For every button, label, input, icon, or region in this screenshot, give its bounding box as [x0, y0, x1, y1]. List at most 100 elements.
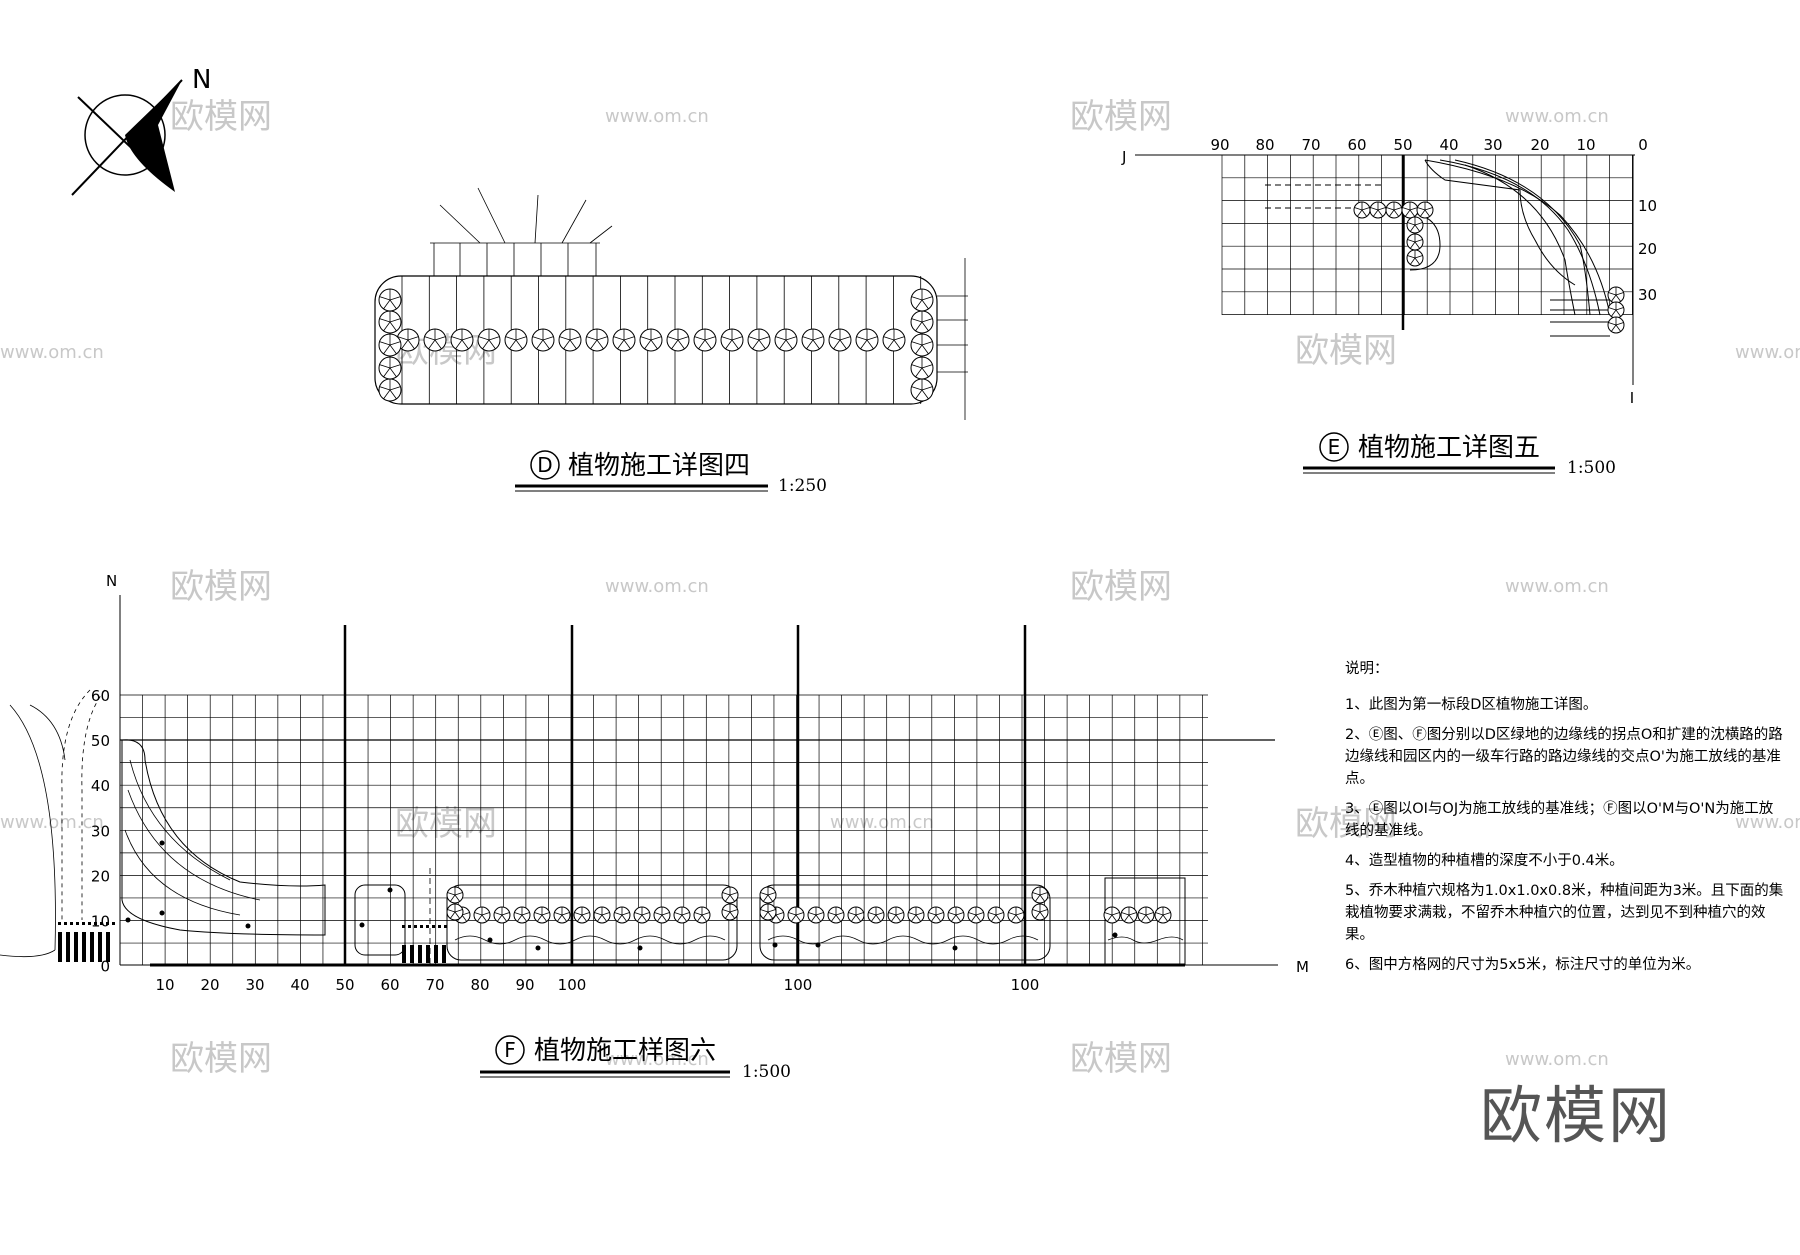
axis-tick-label: 90: [515, 976, 534, 994]
watermark-brand: 欧模网: [170, 567, 272, 607]
shrub-symbol: [613, 906, 631, 924]
watermark-url: www.om.cn: [1735, 812, 1800, 833]
axis-tick-label: 100: [558, 976, 587, 994]
shrub-symbol: [947, 906, 965, 924]
axis-tick-label: 20: [200, 976, 219, 994]
note-item: 1、此图为第一标段D区植物施工详图。: [1345, 697, 1598, 713]
note-item: 3、Ⓔ图以OI与OJ为施工放线的基准线；Ⓕ图以O'M与O'N为施工放线的基准线。: [1345, 801, 1774, 839]
axis-tick-label: 20: [1638, 240, 1657, 258]
shrub-symbol: [533, 906, 551, 924]
shrub-symbol: [721, 903, 739, 921]
note-item: 5、乔木种植穴规格为1.0x1.0x0.8米，种植间距为3米。且下面的集栽植物要…: [1345, 883, 1784, 943]
shrub-symbol: [504, 328, 528, 352]
detail-d-letter: D: [537, 453, 552, 477]
shrub-symbol: [910, 378, 934, 402]
detail-f-corner-m: M: [1296, 958, 1309, 976]
shrub-symbol: [807, 906, 825, 924]
shrub-symbol: [910, 356, 934, 380]
shrub-symbol: [1369, 201, 1387, 219]
shrub-symbol: [1007, 906, 1025, 924]
shrub-symbol: [827, 906, 845, 924]
watermark-brand: 欧模网: [170, 97, 272, 137]
detail-d-drawing: [374, 187, 968, 420]
watermark-url: www.om.cn: [605, 106, 709, 127]
shrub-symbol: [378, 333, 402, 357]
axis-tick-label: 80: [1255, 136, 1274, 154]
shrub-symbol: [1120, 906, 1138, 924]
shrub-symbol: [1401, 201, 1419, 219]
watermark-brand: 欧模网: [1295, 331, 1397, 371]
detail-d-title: 植物施工详图四: [568, 451, 750, 481]
design-notes: 说明： 1、此图为第一标段D区植物施工详图。 2、Ⓔ图、Ⓕ图分别以D区绿地的边缘…: [1345, 658, 1785, 984]
detail-e-title-block: E 植物施工详图五 1:500: [1303, 432, 1616, 478]
shrub-symbol: [1353, 201, 1371, 219]
shrub-symbol: [774, 328, 798, 352]
watermark-brand: 欧模网: [1070, 567, 1172, 607]
shrub-symbol: [759, 886, 777, 904]
axis-tick-label: 60: [380, 976, 399, 994]
shrub-symbol: [1406, 216, 1424, 234]
shrub-symbol: [1154, 906, 1172, 924]
watermark-url: www.om.cn: [0, 342, 104, 363]
axis-tick-label: 30: [1483, 136, 1502, 154]
detail-e-scale: 1:500: [1567, 458, 1616, 478]
watermark-url: www.om.cn: [1505, 1049, 1609, 1070]
axis-tick-label: 10: [1576, 136, 1595, 154]
shrub-symbol: [1137, 906, 1155, 924]
shrub-symbol: [887, 906, 905, 924]
axis-tick-label: 70: [425, 976, 444, 994]
shrub-symbol: [910, 310, 934, 334]
shrub-symbol: [558, 328, 582, 352]
watermark-url: www.om.cn: [1505, 106, 1609, 127]
shrub-symbol: [1031, 903, 1049, 921]
note-item: 4、造型植物的种植槽的深度不小于0.4米。: [1345, 853, 1624, 869]
shrub-symbol: [867, 906, 885, 924]
shrub-symbol: [907, 906, 925, 924]
shrub-symbol: [801, 328, 825, 352]
shrub-symbol: [513, 906, 531, 924]
north-compass: N: [71, 65, 211, 196]
shrub-symbol: [378, 378, 402, 402]
axis-tick-label: 30: [1638, 286, 1657, 304]
shrub-symbol: [573, 906, 591, 924]
watermark-url: www.om.cn: [830, 812, 934, 833]
axis-tick-label: 0: [1638, 136, 1648, 154]
shrub-symbol: [1385, 201, 1403, 219]
shrub-symbol: [828, 328, 852, 352]
axis-tick-label: 50: [91, 732, 110, 750]
shrub-symbol: [1031, 886, 1049, 904]
shrub-symbol: [423, 328, 447, 352]
axis-tick-label: 0: [100, 958, 110, 976]
axis-tick-label: 90: [1210, 136, 1229, 154]
shrub-symbol: [1607, 286, 1625, 304]
watermark-url: www.om.cn: [605, 576, 709, 597]
shrub-symbol: [693, 906, 711, 924]
axis-tick-label: 60: [1347, 136, 1366, 154]
watermark-brand: 欧模网: [395, 804, 497, 844]
shrub-symbol: [378, 356, 402, 380]
axis-tick-label: 50: [335, 976, 354, 994]
shrub-symbol: [612, 328, 636, 352]
shrub-symbol: [1103, 906, 1121, 924]
watermark-brand: 欧模网: [1295, 804, 1397, 844]
axis-tick-label: 60: [91, 687, 110, 705]
axis-tick-label: 30: [245, 976, 264, 994]
shrub-symbol: [633, 906, 651, 924]
axis-tick-label: 30: [91, 822, 110, 840]
shrub-symbol: [1607, 301, 1625, 319]
shrub-symbol: [1607, 316, 1625, 334]
axis-tick-label: 10: [91, 913, 110, 931]
watermark-url: www.om.cn: [1735, 342, 1800, 363]
shrub-symbol: [446, 886, 464, 904]
shrub-symbol: [673, 906, 691, 924]
axis-tick-label: 40: [91, 777, 110, 795]
shrub-symbol: [378, 310, 402, 334]
axis-tick-label: 100: [784, 976, 813, 994]
shrub-symbol: [639, 328, 663, 352]
shrub-symbol: [882, 328, 906, 352]
shrub-symbol: [378, 288, 402, 312]
axis-tick-label: 80: [470, 976, 489, 994]
